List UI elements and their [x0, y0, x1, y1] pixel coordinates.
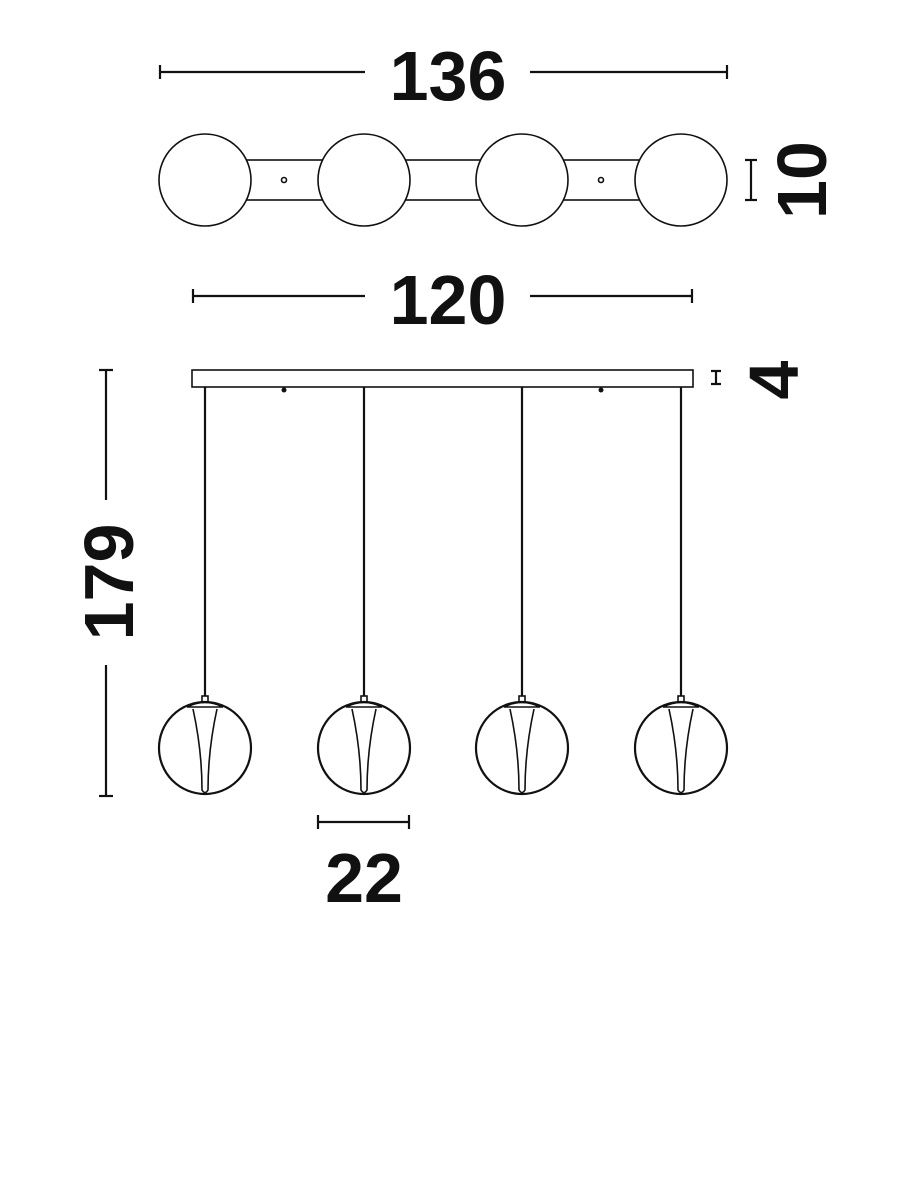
dim-total-width: 136 — [390, 37, 507, 115]
top-bar — [239, 159, 651, 201]
pendant-globe — [316, 387, 412, 796]
globe-top — [317, 133, 411, 227]
dim-canopy-height: 4 — [735, 360, 813, 399]
dim-depth: 10 — [763, 141, 841, 219]
canopy — [191, 369, 694, 388]
pendant-globe — [157, 387, 253, 796]
dim-globe-diameter: 22 — [325, 839, 403, 917]
mount-hole — [280, 176, 288, 184]
top-view: 136 10 — [158, 37, 841, 227]
globe-top — [158, 133, 252, 227]
dim-canopy-length: 120 — [390, 261, 507, 339]
mount-hole — [597, 176, 605, 184]
globe-top — [475, 133, 569, 227]
pendant-globe — [633, 387, 729, 796]
side-view: 120 4 179 22 — [70, 261, 813, 917]
globe-top — [634, 133, 728, 227]
dim-total-height: 179 — [70, 524, 148, 641]
pendant-globe — [474, 387, 570, 796]
